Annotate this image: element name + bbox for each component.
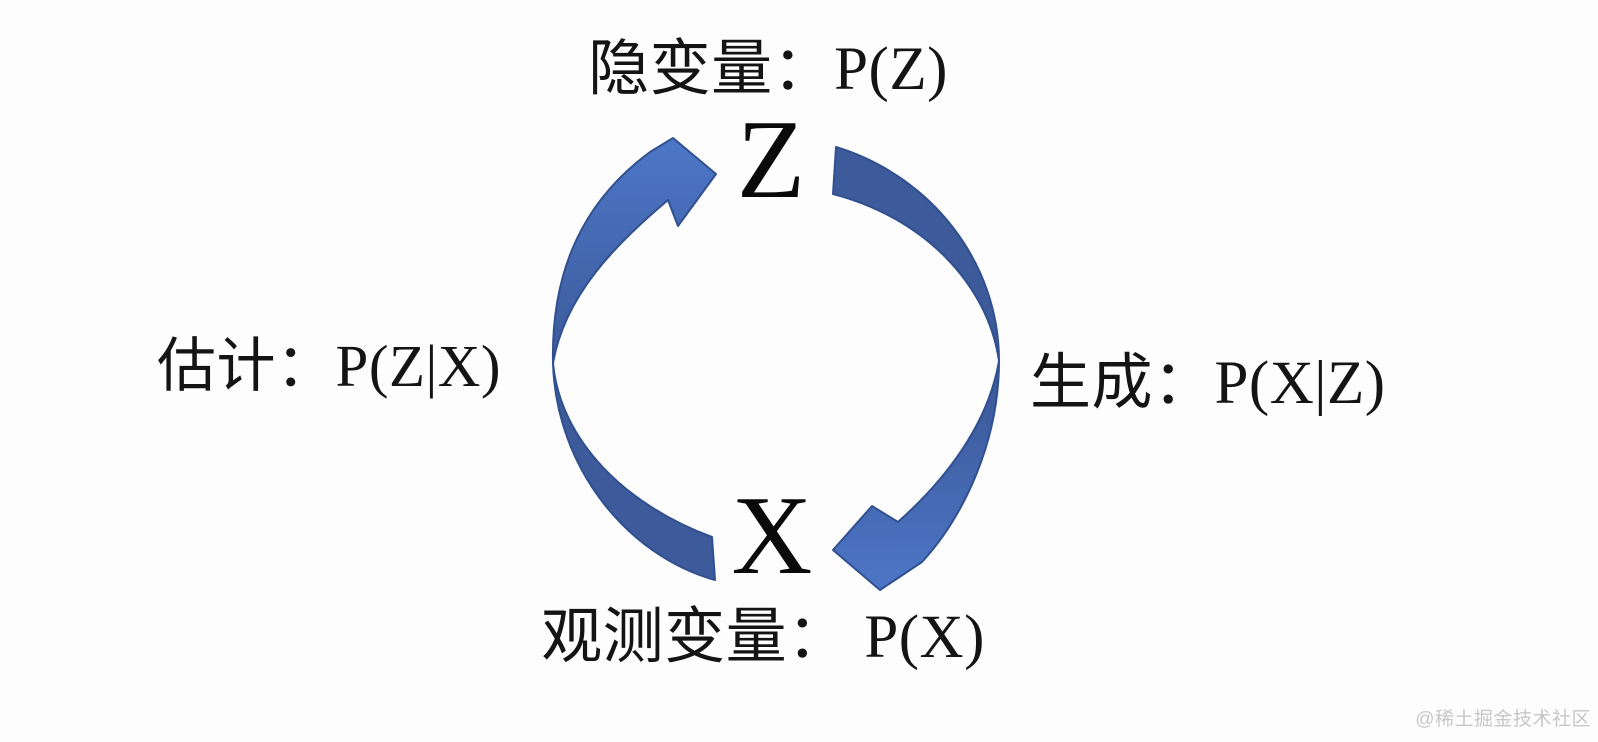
estimation-label: 估计：P(Z|X)	[157, 333, 502, 399]
generation-label: 生成：P(X|Z)	[1030, 350, 1386, 417]
watermark-text: @稀土掘金技术社区	[1415, 709, 1591, 730]
observed-node-x: X	[731, 474, 813, 598]
estimation-arrow	[551, 137, 717, 581]
generation-arrow	[832, 146, 1000, 591]
latent-node-z: Z	[736, 98, 806, 222]
latent-variable-label: 隐变量：P(Z)	[588, 36, 948, 103]
observed-variable-label: 观测变量： P(X)	[541, 604, 985, 671]
